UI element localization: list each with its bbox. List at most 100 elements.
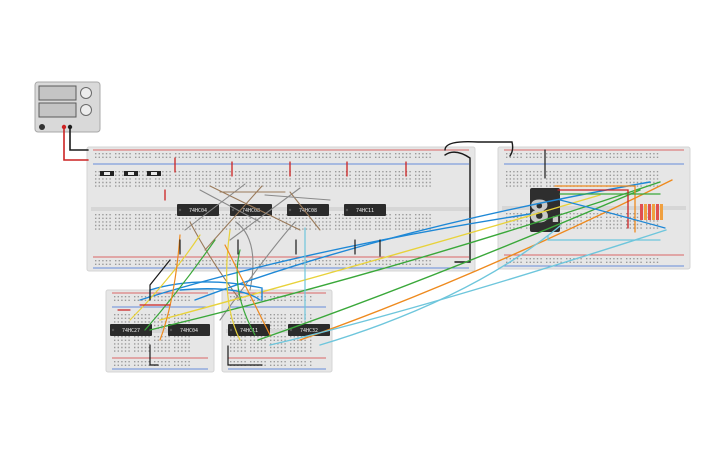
breadboard-main[interactable] bbox=[86, 146, 476, 272]
ic-notch bbox=[288, 208, 292, 212]
ic-chip-u5[interactable]: 74HC27 bbox=[110, 324, 152, 336]
ic-chip-body[interactable] bbox=[344, 204, 386, 216]
wire-logic-6[interactable] bbox=[264, 194, 331, 201]
wire-display-local-4[interactable] bbox=[547, 235, 661, 241]
wire-power-positive[interactable] bbox=[63, 126, 89, 161]
wire-gnd-return[interactable] bbox=[444, 151, 471, 263]
ic-notch bbox=[229, 328, 233, 332]
wire-main-to-bottom-6[interactable] bbox=[159, 234, 181, 341]
power-button[interactable] bbox=[39, 124, 45, 130]
wire-logic-1[interactable] bbox=[209, 185, 301, 231]
wire-main-to-bottom-7[interactable] bbox=[224, 244, 271, 336]
wire-cross-board-2[interactable] bbox=[149, 281, 263, 301]
switch-lever[interactable] bbox=[104, 172, 110, 175]
dip-switch-icon[interactable] bbox=[640, 204, 663, 220]
switch-2[interactable] bbox=[124, 171, 138, 176]
wire-display-local-1[interactable] bbox=[554, 185, 636, 233]
dip-switch-lever[interactable] bbox=[660, 204, 663, 220]
wire-seg-h[interactable] bbox=[269, 229, 667, 346]
wire-logic-3[interactable] bbox=[204, 185, 263, 251]
ic-chip-u3[interactable]: 74HC08 bbox=[287, 204, 329, 216]
ic-chip-body[interactable] bbox=[287, 204, 329, 216]
dip-switch-lever[interactable] bbox=[644, 204, 647, 220]
wire-logic-10[interactable] bbox=[219, 221, 296, 321]
wire-main-to-bottom-5[interactable] bbox=[144, 239, 216, 331]
power-supply-icon[interactable] bbox=[34, 81, 101, 133]
ic-chip-u4[interactable]: 74HC11 bbox=[344, 204, 386, 216]
wire-main-to-bottom-4[interactable] bbox=[129, 234, 201, 321]
wire-cross-board-1[interactable] bbox=[179, 288, 261, 301]
ic-chip-u7[interactable]: 74HC11 bbox=[228, 324, 270, 336]
ic-chip-label: 74HC27 bbox=[122, 328, 140, 334]
wire-seg-f[interactable] bbox=[299, 179, 673, 341]
ic-notch bbox=[231, 208, 235, 212]
switch-3[interactable] bbox=[147, 171, 161, 176]
dip-switch-lever[interactable] bbox=[652, 204, 655, 220]
wire-main-to-bottom-1[interactable] bbox=[226, 229, 241, 341]
rail-holes-bottom bbox=[114, 361, 190, 366]
terminal-holes-b bbox=[114, 336, 190, 352]
ic-chip-body[interactable] bbox=[168, 324, 210, 336]
rail-holes-top bbox=[114, 296, 190, 301]
ic-chip-body[interactable] bbox=[177, 204, 219, 216]
voltage-readout bbox=[38, 85, 77, 101]
wire-logic-9[interactable] bbox=[189, 221, 241, 301]
wire-board-bridge[interactable] bbox=[444, 140, 514, 157]
rail-holes-top bbox=[95, 153, 431, 158]
center-channel bbox=[110, 329, 210, 333]
wire-main-to-bottom-3[interactable] bbox=[236, 249, 256, 336]
wire-logic-5[interactable] bbox=[289, 191, 321, 231]
ic-notch bbox=[111, 328, 115, 332]
voltage-knob[interactable] bbox=[80, 87, 92, 99]
ic-notch bbox=[289, 328, 293, 332]
ic-notch bbox=[178, 208, 182, 212]
seven-segment-display-icon[interactable]: 8. bbox=[529, 188, 561, 232]
wire-power-negative[interactable] bbox=[69, 126, 89, 151]
wire-display-local-3[interactable] bbox=[559, 199, 666, 229]
wire-seg-e[interactable] bbox=[159, 194, 601, 321]
ic-notch bbox=[169, 328, 173, 332]
ic-chip-label: 74HC11 bbox=[240, 328, 258, 334]
wire-seg-d[interactable] bbox=[257, 189, 641, 341]
display-digit: 8. bbox=[529, 195, 561, 230]
ic-chip-label: 74HC08 bbox=[242, 208, 260, 214]
current-knob[interactable] bbox=[80, 104, 92, 116]
rail-holes-top bbox=[230, 296, 312, 301]
wire-bottom-gnd-1[interactable] bbox=[149, 344, 159, 366]
ic-chip-label: 74HC11 bbox=[356, 208, 374, 214]
wire-seg-c[interactable] bbox=[149, 181, 661, 331]
ic-chip-u2[interactable]: 74HC08 bbox=[230, 204, 272, 216]
ic-chip-label: 74HC04 bbox=[189, 208, 207, 214]
wire-logic-8[interactable] bbox=[235, 221, 254, 291]
wire-seg-a[interactable] bbox=[139, 213, 531, 301]
ic-chip-label: 74HC08 bbox=[299, 208, 317, 214]
switch-lever[interactable] bbox=[128, 172, 134, 175]
ic-chip-u1[interactable]: 74HC04 bbox=[177, 204, 219, 216]
rail-holes-bottom bbox=[506, 258, 659, 263]
ic-chip-body[interactable] bbox=[228, 324, 270, 336]
center-channel bbox=[91, 207, 471, 211]
wire-seg-b[interactable] bbox=[194, 181, 651, 301]
switch-1[interactable] bbox=[100, 171, 114, 176]
ic-chip-body[interactable] bbox=[110, 324, 152, 336]
wire-display-local-2[interactable] bbox=[557, 189, 629, 229]
wire-logic-0[interactable] bbox=[199, 189, 261, 223]
dip-switch-lever[interactable] bbox=[640, 204, 643, 220]
ic-chip-label: 74HC32 bbox=[300, 328, 318, 334]
dip-switch-lever[interactable] bbox=[648, 204, 651, 220]
wire-seg-g[interactable] bbox=[319, 225, 561, 346]
dip-switch-lever[interactable] bbox=[656, 204, 659, 220]
ic-chip-label: 74HC04 bbox=[180, 328, 198, 334]
ic-chip-body[interactable] bbox=[230, 204, 272, 216]
display-body bbox=[530, 188, 560, 232]
ic-chip-u8[interactable]: 74HC32 bbox=[288, 324, 330, 336]
ic-chip-u6[interactable]: 74HC04 bbox=[168, 324, 210, 336]
center-channel bbox=[226, 329, 328, 333]
ic-notch bbox=[345, 208, 349, 212]
wire-main-gnd-bottom[interactable] bbox=[149, 259, 171, 301]
breadboard-bottom-left[interactable] bbox=[105, 289, 215, 373]
switch-lever[interactable] bbox=[151, 172, 157, 175]
terminal-holes-b bbox=[95, 214, 431, 230]
wire-bottom-gnd-2[interactable] bbox=[227, 345, 263, 366]
